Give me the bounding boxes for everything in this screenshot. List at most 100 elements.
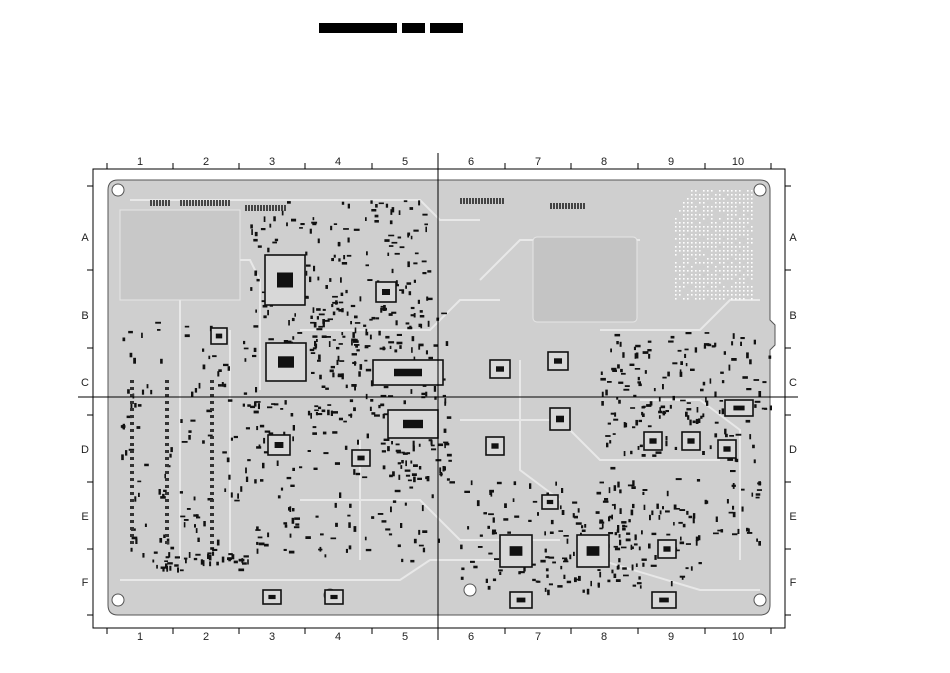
top-connector-pin xyxy=(559,203,561,209)
via xyxy=(727,222,729,224)
smd-part xyxy=(685,349,689,351)
via xyxy=(719,226,721,228)
via xyxy=(719,238,721,240)
smd-part xyxy=(365,217,367,221)
smd-part xyxy=(686,408,691,410)
smd-part xyxy=(609,516,613,519)
smd-part xyxy=(650,401,653,405)
via xyxy=(703,298,705,300)
smd-part xyxy=(253,239,257,242)
via xyxy=(747,250,749,252)
smd-part xyxy=(735,459,737,462)
smd-part xyxy=(245,468,247,474)
smd-part xyxy=(313,347,317,349)
header-pin xyxy=(130,422,134,425)
via xyxy=(719,250,721,252)
smd-part xyxy=(656,451,662,454)
smd-part xyxy=(258,403,260,409)
smd-part xyxy=(639,420,642,422)
via xyxy=(719,206,721,208)
smd-part xyxy=(267,248,269,253)
top-connector-pin xyxy=(574,203,576,209)
smd-part xyxy=(757,482,760,484)
smd-part xyxy=(401,559,403,562)
smd-part xyxy=(607,580,610,583)
smd-part xyxy=(184,558,188,560)
via xyxy=(687,202,689,204)
top-connector-pin xyxy=(499,198,501,204)
smd-part xyxy=(343,228,349,230)
ic-die-7 xyxy=(491,443,498,448)
smd-part xyxy=(262,463,265,469)
smd-part xyxy=(156,565,158,569)
smd-part xyxy=(582,530,586,533)
via xyxy=(691,214,693,216)
smd-part xyxy=(659,397,661,402)
via xyxy=(747,238,749,240)
via xyxy=(735,210,737,212)
smd-part xyxy=(742,507,744,512)
smd-part xyxy=(584,524,586,528)
top-connector-pin xyxy=(192,200,194,206)
via xyxy=(683,262,685,264)
header-pin xyxy=(165,443,169,446)
smd-part xyxy=(733,333,735,339)
via xyxy=(739,242,741,244)
via xyxy=(703,242,705,244)
smd-part xyxy=(331,538,337,540)
via xyxy=(695,210,697,212)
smd-part xyxy=(428,357,433,359)
smd-part xyxy=(616,579,621,582)
smd-part xyxy=(396,444,400,446)
smd-part xyxy=(414,539,417,544)
via xyxy=(719,198,721,200)
top-connector-pin xyxy=(478,198,480,204)
smd-part xyxy=(256,426,258,430)
smd-part xyxy=(385,528,390,530)
top-connector-pin xyxy=(502,198,504,204)
row-label-A-left: A xyxy=(81,232,89,244)
row-label-B-right: B xyxy=(789,310,796,322)
smd-part xyxy=(353,407,356,411)
smd-part xyxy=(323,309,326,311)
smd-part xyxy=(491,491,493,497)
via xyxy=(707,214,709,216)
smd-part xyxy=(683,524,686,528)
via xyxy=(739,234,741,236)
via xyxy=(735,290,737,292)
smd-part xyxy=(247,559,249,564)
header-pin xyxy=(210,436,214,439)
smd-part xyxy=(598,583,600,588)
smd-part xyxy=(195,388,197,393)
header-pin xyxy=(130,506,134,509)
smd-part xyxy=(231,438,233,441)
via xyxy=(731,290,733,292)
top-connector-pin xyxy=(254,205,256,211)
via xyxy=(695,206,697,208)
via xyxy=(751,194,753,196)
smd-part xyxy=(384,439,390,441)
smd-part xyxy=(357,440,359,445)
via xyxy=(731,262,733,264)
smd-part xyxy=(662,412,666,414)
top-connector-pin xyxy=(168,200,170,206)
via xyxy=(707,190,709,192)
smd-part xyxy=(292,436,294,441)
smd-part xyxy=(164,474,166,478)
smd-part xyxy=(690,369,695,371)
via xyxy=(691,218,693,220)
smd-part xyxy=(131,548,133,552)
smd-part xyxy=(642,563,644,567)
via xyxy=(691,266,693,268)
smd-part xyxy=(411,236,413,240)
smd-part xyxy=(733,512,736,517)
header-pin xyxy=(130,485,134,488)
smd-part xyxy=(648,354,650,359)
smd-part xyxy=(665,510,670,512)
smd-part xyxy=(272,242,277,244)
smd-part xyxy=(493,517,495,522)
smd-part xyxy=(347,255,352,257)
smd-part xyxy=(413,477,416,483)
via xyxy=(695,198,697,200)
smd-part xyxy=(607,381,612,383)
